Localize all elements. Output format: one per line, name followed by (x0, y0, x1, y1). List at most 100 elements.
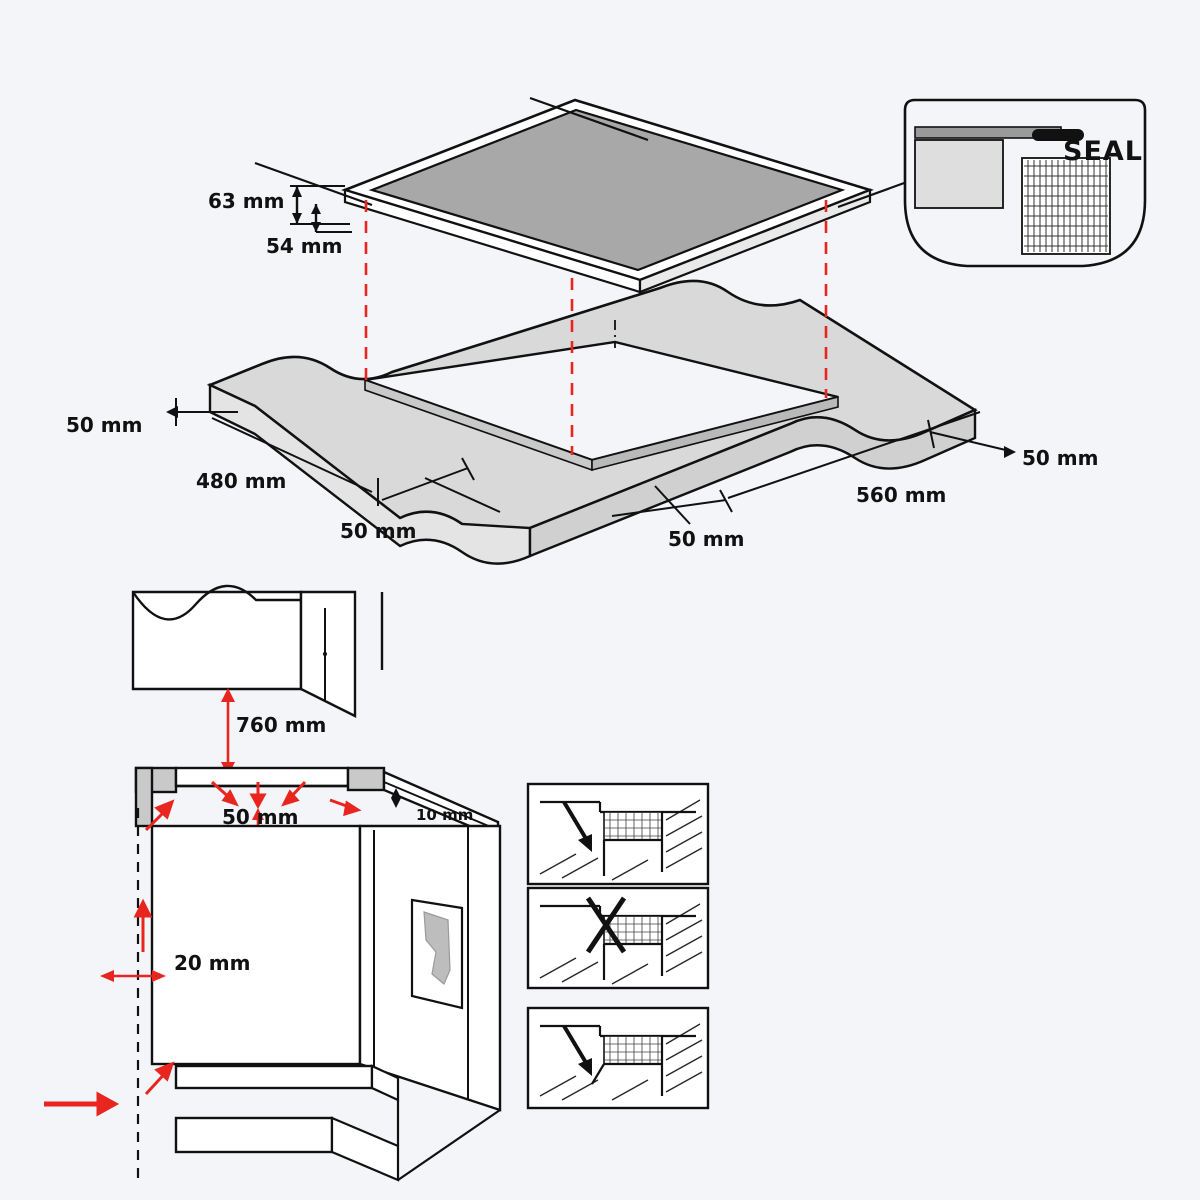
p1-insert-arrow-head (578, 834, 592, 852)
arrow-760-up (221, 688, 235, 702)
dim-560: 560 mm (727, 411, 981, 507)
worktop-section (134, 766, 500, 840)
oven-cabinet (150, 824, 502, 1182)
dim-line-ll-50 (381, 467, 469, 501)
dim-label-54mm: 54 mm (266, 234, 342, 258)
airflow-2-head (249, 793, 267, 810)
hob-section-body (174, 766, 350, 788)
dim-line-right-50 (929, 431, 1015, 453)
arrow-10-up (391, 788, 401, 798)
dim-line-560 (727, 411, 981, 499)
arrow-50-hob-up (252, 808, 264, 820)
p2-ground-hatch (539, 903, 703, 985)
airflow-3-head (281, 789, 300, 807)
hob-glass-plate (254, 96, 919, 294)
dim-label-560mm: 560 mm (856, 483, 946, 507)
hood-body (131, 590, 303, 691)
worktop-slab (206, 279, 978, 565)
dim-label-left-50mm: 50 mm (66, 413, 142, 437)
front-arrow-top-head (154, 799, 175, 820)
front-arrow-in-head (96, 1091, 120, 1117)
hood-pivot-dot (323, 652, 327, 656)
cabinet-shelf-upper (174, 1064, 374, 1090)
arrow-right-50 (1004, 446, 1016, 458)
cabinet-plinth (174, 1116, 334, 1154)
cabinet-front-face (150, 824, 362, 1066)
seal-strip (1032, 129, 1084, 141)
alignment-guides (364, 200, 828, 455)
tick-lc-50 (719, 489, 733, 513)
hood-block (131, 584, 384, 718)
p3-hatch-block (603, 1035, 663, 1065)
edge-profile-detail-panels (526, 782, 710, 1110)
oven-window-reflection (423, 911, 451, 985)
airflow-arrows (210, 780, 362, 817)
worktop-right-cap (346, 766, 386, 792)
arrow-10-down (391, 798, 401, 808)
cabinet-bottom-edge (397, 1109, 501, 1181)
detail-panel-bottom (526, 1006, 710, 1110)
dim-label-20mm: 20 mm (174, 951, 250, 975)
dim-label-480mm: 480 mm (196, 469, 286, 493)
p1-insert-arrow (562, 800, 590, 844)
dim-line-480 (211, 417, 373, 493)
p1-ground-hatch (539, 799, 703, 881)
dim-left-50: 50 mm (66, 398, 238, 437)
hood-side (299, 590, 357, 718)
lead-lc-50 (654, 485, 691, 525)
p2-cross-stroke-2 (585, 896, 627, 954)
dim-lower-left-50: 50 mm (340, 457, 501, 543)
seal-label: SEAL (1063, 136, 1143, 167)
hob-height-dimensions: 63 mm 54 mm (208, 185, 352, 258)
hob-glass-surface (368, 108, 846, 272)
hob-leader-top (529, 96, 649, 142)
worktop-left-wall (134, 766, 154, 828)
airflow-4-head (343, 800, 362, 817)
dim-line-lc-50 (611, 499, 727, 517)
front-airflow-arrows (44, 799, 175, 1117)
arrow-20-left (100, 970, 114, 982)
dim-lower-center-50: 50 mm (611, 485, 744, 551)
dim-label-ll-50mm: 50 mm (340, 519, 416, 543)
cutout-inner-wall-right (591, 395, 839, 472)
exploded-hob-group: 63 mm 54 mm 50 mm 480 mm 50 mm (66, 96, 1098, 565)
dim-label-10mm: 10 mm (416, 806, 473, 824)
arrow-20-right (152, 970, 166, 982)
p3-ground-hatch (539, 1023, 703, 1101)
p3-insert-arrow-head (578, 1058, 592, 1076)
tick-right-50 (927, 419, 935, 449)
dim-20: 20 mm (100, 951, 250, 982)
dim-right-50: 50 mm (927, 419, 1098, 470)
p3-hatching (605, 1037, 661, 1063)
seal-glass-block (914, 139, 1004, 209)
p3-chamfer (591, 1063, 605, 1085)
dim-760: 760 mm (221, 688, 326, 776)
hood-break-line (132, 584, 301, 621)
dim-label-right-50mm: 50 mm (1022, 446, 1098, 470)
tick-ll-50 (461, 457, 475, 481)
arrow-54-up (311, 204, 321, 214)
seal-hatch-block (1021, 157, 1111, 255)
seal-detail-callout: SEAL (903, 98, 1147, 268)
airflow-1-head (221, 789, 239, 807)
side-section-view: 760 mm 50 mm (44, 584, 502, 1182)
p1-hatching (605, 813, 661, 839)
arrow-63-up (292, 186, 302, 197)
p3-insert-arrow (562, 1024, 590, 1068)
arrow-63-down (292, 213, 302, 224)
dim-label-760mm: 760 mm (236, 713, 326, 737)
arrow-54-down (311, 222, 321, 232)
worktop-right-edge (528, 408, 977, 558)
front-arrow-mid-head (133, 898, 153, 918)
lead-ll-50 (424, 477, 501, 513)
dim-label-lc-50mm: 50 mm (668, 527, 744, 551)
detail-panel-middle (526, 886, 710, 990)
worktop-front-edge (208, 383, 532, 565)
detail-panel-top (526, 782, 710, 886)
front-arrow-bottom-head (154, 1061, 175, 1082)
worktop-perspective-edge (383, 781, 499, 831)
dim-480: 480 mm (196, 417, 379, 506)
hob-leader-left (254, 161, 373, 207)
dim-label-63mm: 63 mm (208, 189, 284, 213)
